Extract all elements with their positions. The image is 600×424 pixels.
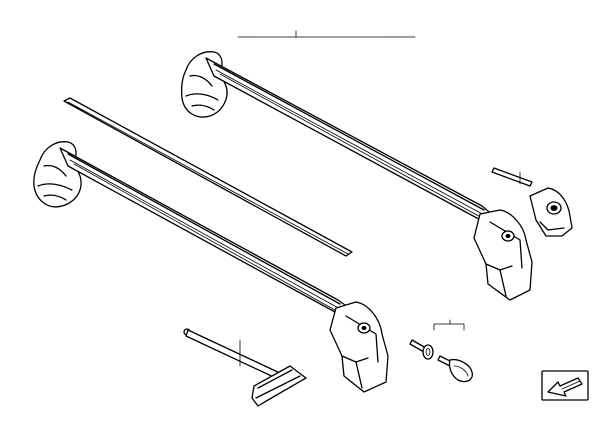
arrow-icon[interactable] [541, 370, 589, 401]
torque-key [183, 328, 307, 407]
rubber-strip [63, 97, 353, 257]
mounting-foot-cover [491, 167, 573, 237]
lock-set [409, 319, 473, 383]
lock-cylinder [409, 339, 434, 360]
reference-line [237, 30, 416, 38]
rear-crossbar [180, 51, 533, 301]
front-crossbar [33, 141, 389, 393]
lock-key [437, 355, 473, 383]
